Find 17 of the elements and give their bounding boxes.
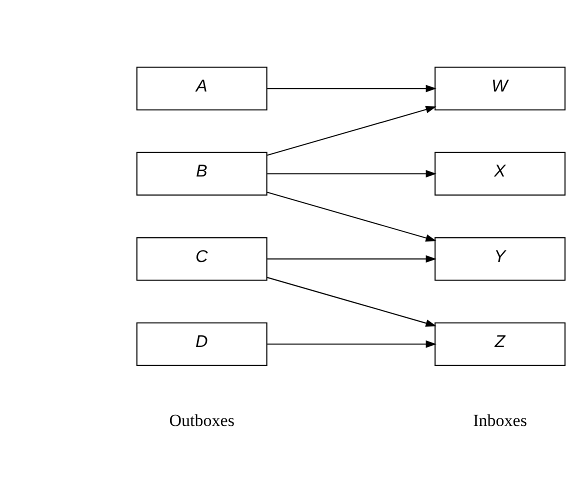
node-box: X: [434, 151, 566, 196]
node-box: B: [136, 151, 268, 196]
arrow: [267, 105, 436, 156]
arrow: [267, 276, 436, 326]
node-box: C: [136, 236, 268, 280]
node-box: W: [434, 66, 566, 110]
arrow: [267, 84, 436, 92]
node-box: A: [136, 66, 268, 110]
arrow: [267, 254, 436, 262]
node-box: Y: [434, 236, 566, 280]
arrow: [267, 191, 436, 242]
arrow: [267, 170, 436, 177]
node-box: D: [136, 322, 268, 366]
node-box: Z: [434, 322, 566, 366]
label: Outboxes: [169, 410, 234, 430]
label: Inboxes: [473, 410, 527, 430]
arrow: [267, 340, 436, 348]
